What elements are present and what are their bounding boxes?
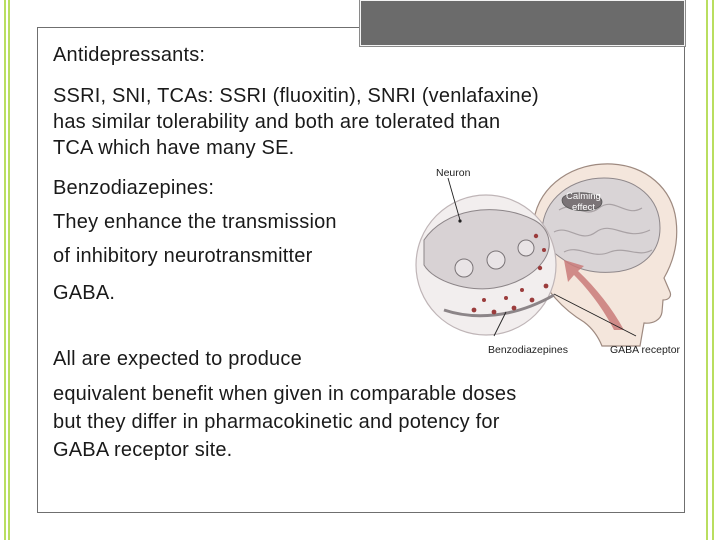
- benzodiazepine-molecules: [471, 233, 549, 315]
- neuron-label: Neuron: [436, 167, 471, 179]
- right-accent-stripe-1: [706, 0, 708, 540]
- text-line-pharmacokinetic: but they differ in pharmacokinetic and p…: [53, 411, 500, 433]
- text-line-enhance: They enhance the transmission: [53, 211, 337, 233]
- text-line-equivalent: equivalent benefit when given in compara…: [53, 383, 517, 405]
- text-line-benzodiazepines: Benzodiazepines:: [53, 177, 215, 199]
- text-line-tca: TCA which have many SE.: [53, 137, 295, 159]
- text-line-expected: All are expected to produce: [53, 348, 302, 370]
- text-line-receptor-site: GABA receptor site.: [53, 439, 233, 461]
- left-accent-stripe-1: [4, 0, 6, 540]
- right-accent-stripe-2: [712, 0, 714, 540]
- calming-line2: effect: [572, 202, 595, 213]
- vesicle-1: [454, 258, 474, 278]
- receptor-membrane: [443, 293, 555, 318]
- signal-arrow: [564, 260, 624, 330]
- text-line-ssri: SSRI, SNI, TCAs: SSRI (fluoxitin), SNRI …: [53, 85, 539, 107]
- left-accent-stripe-2: [8, 0, 10, 540]
- text-line-gaba: GABA.: [53, 282, 116, 304]
- neuron-pointer: [447, 177, 461, 221]
- benzodiazepines-label: Benzodiazepines: [488, 344, 568, 356]
- text-line-tolerability: has similar tolerability and both are to…: [53, 111, 501, 133]
- header-tab: [360, 0, 685, 46]
- calming-line1: Calming: [566, 191, 601, 202]
- gaba-receptor-label: GABA receptor: [610, 344, 681, 356]
- vesicle-3: [517, 239, 535, 257]
- text-line-inhibitory: of inhibitory neurotransmitter: [53, 245, 313, 267]
- vesicle-2: [486, 250, 506, 270]
- calming-effect-bubble: [561, 192, 603, 212]
- benzodiazepine-brain-illustration: Calming effect Neuron Benzodiazepines GA…: [415, 163, 681, 356]
- gaba-pointer: [553, 293, 637, 337]
- text-line-antidepressants: Antidepressants:: [53, 44, 206, 66]
- benzo-pointer: [493, 311, 507, 337]
